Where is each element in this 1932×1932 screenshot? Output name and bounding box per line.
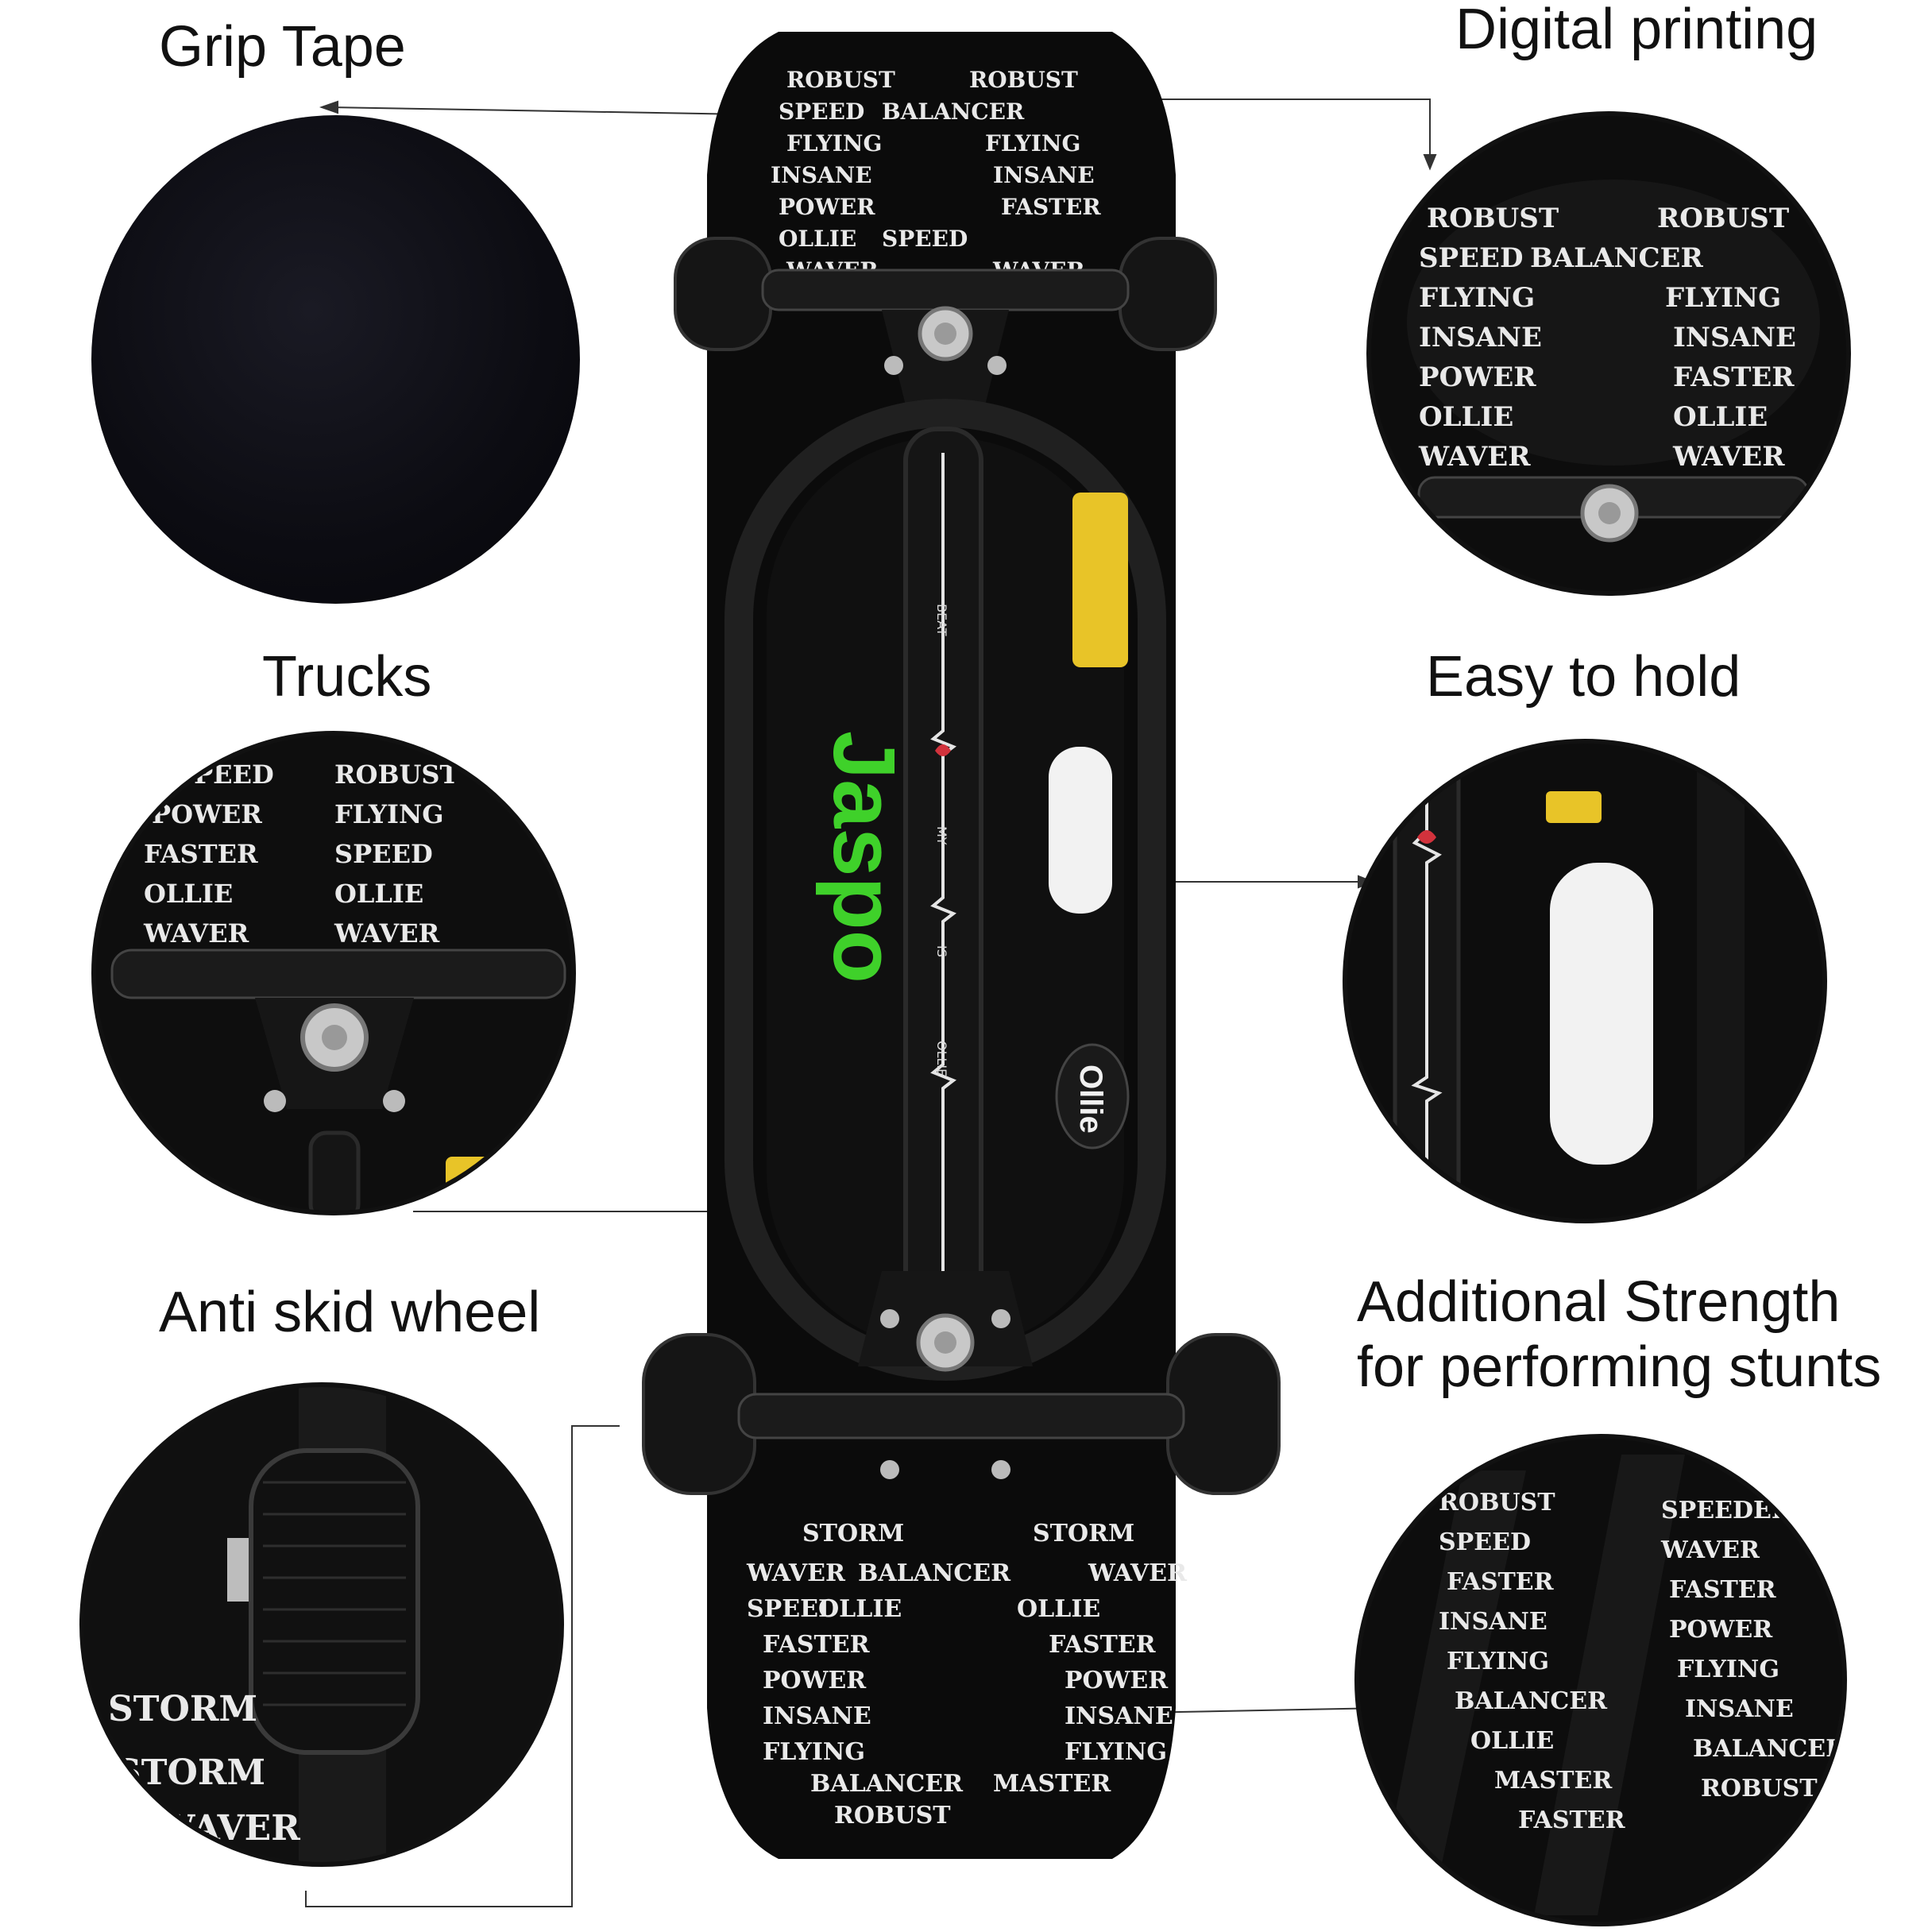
trucks-label: Trucks bbox=[262, 645, 432, 709]
additional-strength-label-line1: Additional Strength bbox=[1357, 1270, 1841, 1334]
svg-text:ROBUST: ROBUST bbox=[1427, 203, 1559, 234]
additional-strength-label-line2: for performing stunts bbox=[1357, 1335, 1882, 1399]
svg-text:POWER: POWER bbox=[1065, 1667, 1169, 1694]
svg-text:MASTER: MASTER bbox=[1494, 1767, 1613, 1795]
svg-text:INSANE: INSANE bbox=[1419, 322, 1542, 354]
heartbeat-word-ollie: OLLIE bbox=[934, 1041, 949, 1076]
brand-logo: Jaspo bbox=[815, 731, 913, 983]
svg-text:FLYING: FLYING bbox=[334, 799, 444, 829]
svg-text:WAVER: WAVER bbox=[1660, 1536, 1760, 1564]
svg-text:OLLIE: OLLIE bbox=[144, 879, 233, 909]
svg-text:STORM: STORM bbox=[116, 1752, 265, 1793]
svg-text:OLLIE: OLLIE bbox=[1673, 401, 1768, 433]
svg-text:STORM: STORM bbox=[1033, 1520, 1134, 1548]
svg-text:OLLIE: OLLIE bbox=[334, 879, 423, 909]
svg-text:STORM: STORM bbox=[108, 1689, 257, 1729]
svg-text:INSANE: INSANE bbox=[771, 162, 872, 188]
digital-printing-label: Digital printing bbox=[1455, 0, 1818, 61]
svg-text:POWER: POWER bbox=[779, 194, 875, 220]
svg-text:POWER: POWER bbox=[1669, 1616, 1773, 1644]
svg-text:FASTER: FASTER bbox=[1669, 1576, 1777, 1604]
trucks-detail: SPEED ROBUST POWER FLYING FASTER SPEED OLLI… bbox=[91, 731, 576, 1215]
svg-text:SPEED: SPEED bbox=[882, 226, 968, 252]
svg-text:WAVER: WAVER bbox=[746, 1559, 846, 1587]
grip-tape-swatch bbox=[91, 115, 580, 604]
svg-text:INSANE: INSANE bbox=[1065, 1702, 1173, 1730]
svg-text:SPEED: SPEED bbox=[334, 839, 433, 869]
grip-tape-label: Grip Tape bbox=[159, 15, 406, 79]
svg-text:SPEED: SPEED bbox=[747, 1595, 839, 1623]
svg-text:FASTER: FASTER bbox=[763, 1631, 871, 1659]
svg-text:WAVER: WAVER bbox=[1672, 441, 1785, 473]
svg-text:BALANCER: BALANCER bbox=[882, 99, 1025, 125]
svg-text:FASTER: FASTER bbox=[144, 839, 258, 869]
heartbeat-word-is: IS bbox=[934, 945, 949, 957]
svg-text:INSANE: INSANE bbox=[1439, 1608, 1548, 1636]
svg-text:INSANE: INSANE bbox=[763, 1702, 871, 1730]
svg-text:ROBUST: ROBUST bbox=[1439, 1489, 1555, 1517]
easy-to-hold-label: Easy to hold bbox=[1426, 645, 1741, 709]
svg-text:POWER: POWER bbox=[152, 799, 262, 829]
svg-text:ROBUST: ROBUST bbox=[1657, 203, 1789, 234]
svg-text:FLYING: FLYING bbox=[1665, 282, 1781, 314]
svg-text:FLYING: FLYING bbox=[1419, 282, 1535, 314]
svg-text:SPEED: SPEED bbox=[1419, 242, 1523, 274]
svg-text:WAVER: WAVER bbox=[1418, 441, 1531, 473]
svg-text:FASTER: FASTER bbox=[1001, 194, 1101, 220]
svg-text:FLYING: FLYING bbox=[985, 130, 1080, 156]
svg-text:WAVER: WAVER bbox=[334, 918, 440, 949]
front-truck bbox=[674, 237, 1217, 405]
svg-text:FLYING: FLYING bbox=[763, 1738, 865, 1766]
svg-text:SPEED: SPEED bbox=[779, 99, 864, 125]
svg-text:ROBUST: ROBUST bbox=[786, 67, 895, 93]
svg-text:BALANCER: BALANCER bbox=[858, 1559, 1011, 1587]
svg-text:FASTER: FASTER bbox=[1518, 1806, 1626, 1834]
svg-text:MASTER: MASTER bbox=[993, 1770, 1111, 1798]
svg-text:ROBUST: ROBUST bbox=[1701, 1775, 1818, 1803]
heartbeat-word-my: MY bbox=[934, 826, 949, 845]
anti-skid-wheel-label: Anti skid wheel bbox=[159, 1281, 541, 1344]
svg-text:OLLIE: OLLIE bbox=[1017, 1595, 1100, 1623]
svg-text:SPEED: SPEED bbox=[1439, 1528, 1531, 1556]
svg-text:STORM: STORM bbox=[802, 1520, 904, 1548]
rear-truck bbox=[642, 1271, 1281, 1495]
svg-text:WAVER: WAVER bbox=[155, 1808, 300, 1849]
svg-text:OLLIE: OLLIE bbox=[1419, 401, 1513, 433]
svg-text:ROBUST: ROBUST bbox=[834, 1802, 951, 1830]
svg-text:BALANCER: BALANCER bbox=[1530, 242, 1703, 274]
svg-text:ROBUST: ROBUST bbox=[969, 67, 1078, 93]
easy-to-hold-detail bbox=[1343, 739, 1827, 1223]
svg-text:SPEEDER: SPEEDER bbox=[1661, 1497, 1792, 1524]
svg-text:INSANE: INSANE bbox=[1673, 322, 1796, 354]
svg-text:POWER: POWER bbox=[763, 1667, 867, 1694]
svg-text:FASTER: FASTER bbox=[1673, 361, 1795, 393]
svg-text:FASTER: FASTER bbox=[1447, 1568, 1555, 1596]
svg-text:OLLIE: OLLIE bbox=[779, 226, 856, 252]
svg-text:FLYING: FLYING bbox=[1677, 1656, 1779, 1683]
svg-text:WAVER: WAVER bbox=[143, 918, 249, 949]
svg-text:BALANCER: BALANCER bbox=[1455, 1687, 1608, 1715]
heartbeat-word-beat: BEAT bbox=[934, 604, 949, 636]
anti-skid-wheel-detail: STORM STORM WAVER bbox=[79, 1382, 564, 1867]
svg-text:FLYING: FLYING bbox=[1065, 1738, 1167, 1766]
svg-text:POWER: POWER bbox=[1419, 361, 1536, 393]
svg-text:SPEED: SPEED bbox=[176, 759, 274, 790]
svg-text:INSANE: INSANE bbox=[1685, 1695, 1794, 1723]
svg-text:BALANCER: BALANCER bbox=[810, 1770, 964, 1798]
svg-text:OLLIE: OLLIE bbox=[1470, 1727, 1554, 1755]
svg-text:INSANE: INSANE bbox=[993, 162, 1095, 188]
svg-text:ROBUST: ROBUST bbox=[334, 759, 459, 790]
svg-text:WAVER: WAVER bbox=[1088, 1559, 1188, 1587]
ollie-badge: Ollie bbox=[1073, 1065, 1108, 1134]
svg-text:OLLIE: OLLIE bbox=[818, 1595, 902, 1623]
svg-text:FLYING: FLYING bbox=[786, 130, 882, 156]
svg-text:BALANCER: BALANCER bbox=[1693, 1735, 1846, 1763]
additional-strength-detail: ROBUST SPEEDER SPEED WAVER FASTER FASTER IN… bbox=[1354, 1434, 1847, 1926]
svg-text:FLYING: FLYING bbox=[1447, 1648, 1549, 1675]
svg-text:FASTER: FASTER bbox=[1049, 1631, 1157, 1659]
